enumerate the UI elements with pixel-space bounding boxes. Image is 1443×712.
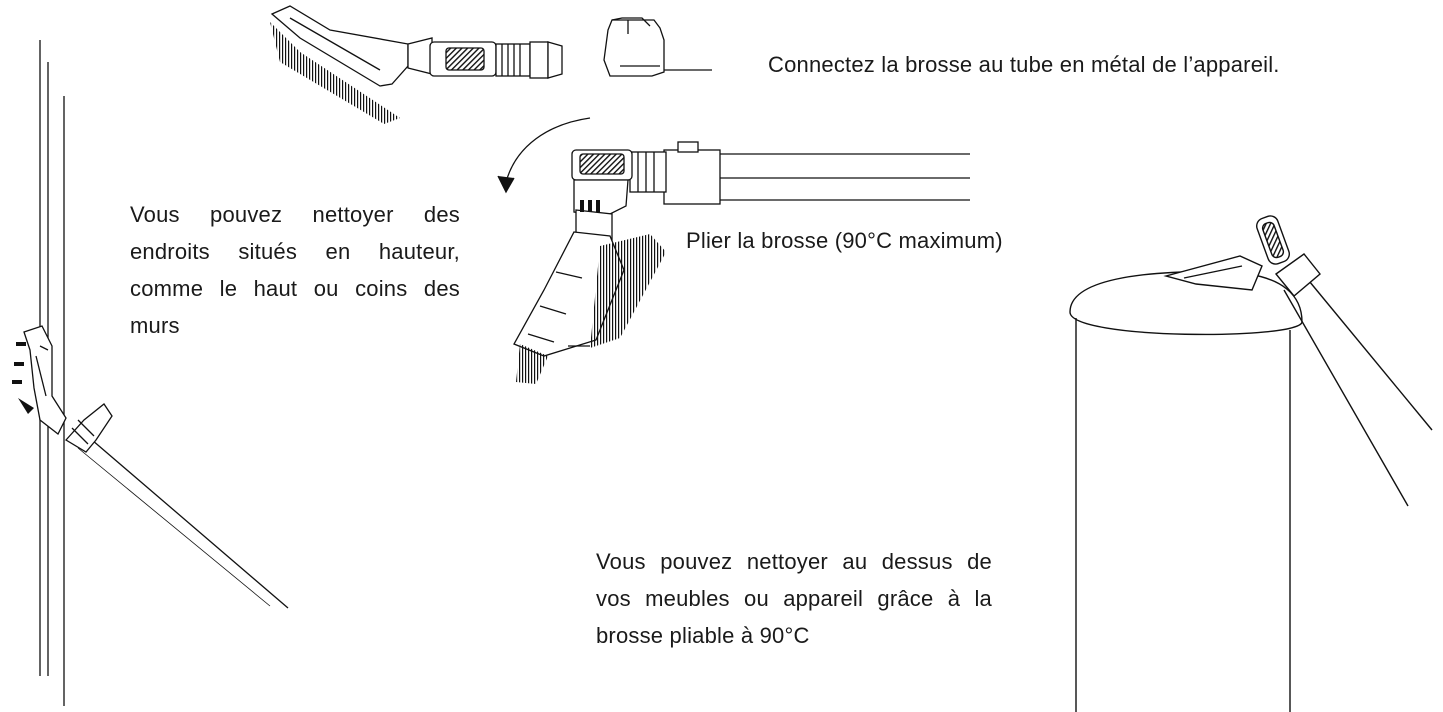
fold-brush-illustration xyxy=(497,117,970,384)
wall-brush-illustration xyxy=(12,40,289,706)
furniture-cleaning-caption: Vous pouvez nettoyer au dessus de vos me… xyxy=(596,549,992,648)
connect-brush-caption: Connectez la brosse au tube en métal de … xyxy=(768,52,1280,77)
furniture-brush-illustration xyxy=(1069,215,1433,712)
wall-cleaning-caption: Vous pouvez nettoyer des endroits situés… xyxy=(130,202,460,338)
fold-brush-caption: Plier la brosse (90°C maximum) xyxy=(686,228,1003,253)
connect-brush-illustration xyxy=(270,5,712,124)
